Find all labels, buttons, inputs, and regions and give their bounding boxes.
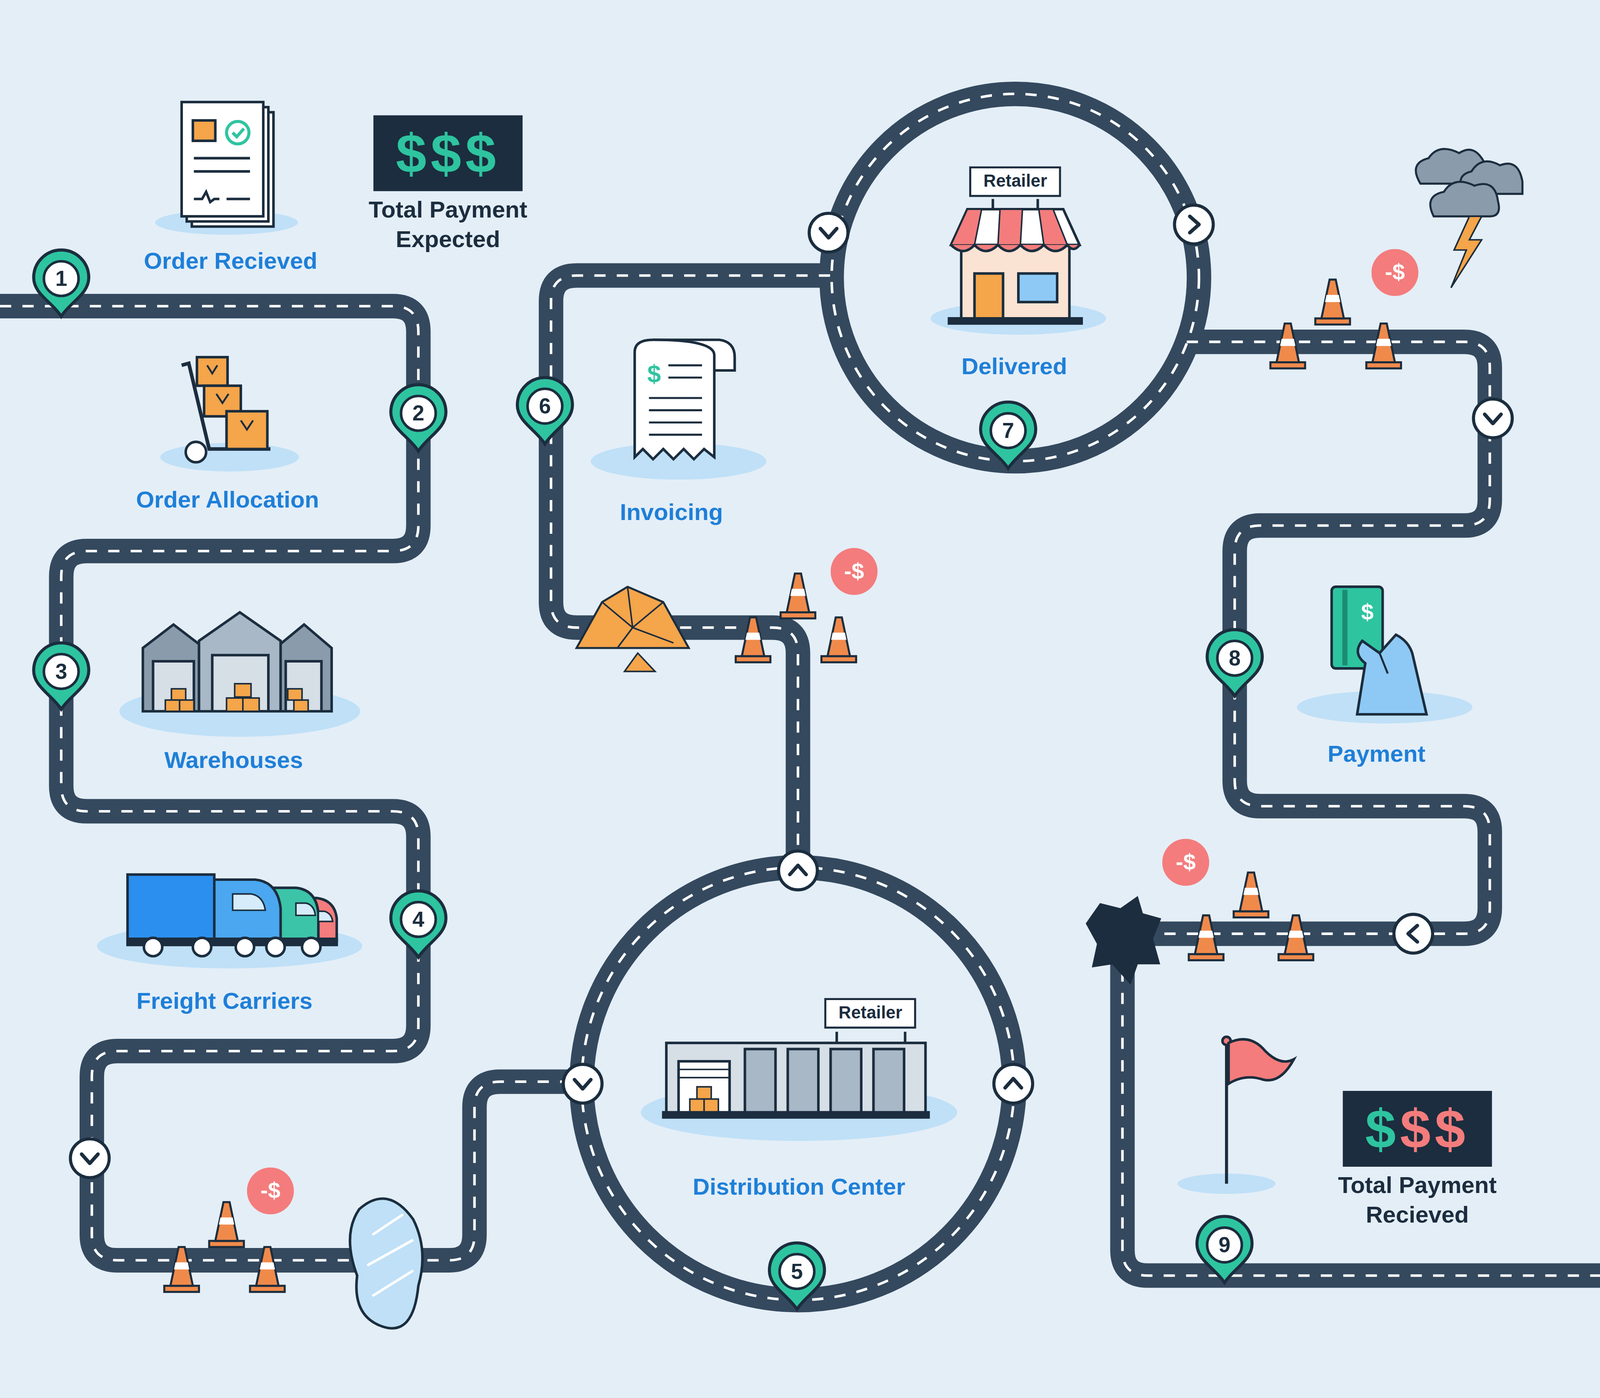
cost-badge: -$: [1162, 838, 1210, 886]
node-text: -$: [1385, 259, 1405, 286]
stage-label: Delivered: [961, 352, 1068, 380]
node-text: -$: [260, 1177, 281, 1205]
warehouses: [142, 612, 332, 712]
cost-badge: -$: [1371, 249, 1419, 297]
dolly-boxes: [181, 357, 271, 463]
svg-text:$: $: [647, 360, 661, 388]
svg-text:$: $: [1361, 599, 1374, 625]
callout-number: 5: [790, 1259, 803, 1284]
order-document: [181, 102, 274, 227]
invoice-receipt: $: [634, 340, 735, 460]
direction-markers: [70, 205, 1513, 1178]
milestone-pins: [33, 250, 1263, 1310]
node-text: Retailer: [983, 171, 1048, 191]
callout-number: 1: [55, 266, 68, 291]
trucks: [127, 874, 337, 957]
stage-label: Distribution Center: [692, 1172, 906, 1201]
dollar-signs: $$$: [395, 121, 500, 185]
road: [0, 93, 1600, 1300]
icon-shadows: [97, 210, 1473, 1194]
finish-flag: [1222, 1036, 1294, 1184]
stage-label: Freight Carriers: [136, 987, 313, 1015]
callout-number: 2: [412, 400, 425, 426]
store: [949, 199, 1082, 324]
payment-heading: Total Payment Expected: [345, 195, 550, 255]
callout-number: 6: [538, 393, 551, 419]
retailer-sign: Retailer: [824, 997, 917, 1029]
node-text: -$: [1175, 849, 1196, 876]
stage-label: Warehouses: [164, 746, 303, 774]
retailer-sign: Retailer: [969, 166, 1062, 197]
stage-label: Order Allocation: [136, 486, 320, 514]
card-payment: $: [1331, 586, 1427, 715]
stage-label: Order Recieved: [143, 247, 318, 275]
payment-heading: Total Payment Recieved: [1315, 1170, 1520, 1230]
callout-number: 3: [55, 659, 68, 684]
distribution-building: [663, 1031, 929, 1118]
node-text: -$: [844, 558, 865, 585]
stage-label: Payment: [1327, 740, 1426, 768]
callout-number: 9: [1218, 1232, 1231, 1258]
cost-badge: -$: [830, 547, 878, 595]
callout-number: 7: [1002, 418, 1015, 443]
hazards: [350, 149, 1523, 1329]
stage-label: Invoicing: [620, 498, 723, 526]
payment-box: $$$Total Payment Recieved: [1342, 1090, 1493, 1167]
payment-box: $$$Total Payment Expected: [373, 115, 523, 191]
cost-badge: -$: [247, 1167, 295, 1215]
dollar-signs: $$$: [1365, 1097, 1470, 1161]
callout-number: 8: [1228, 645, 1241, 671]
node-text: Retailer: [838, 1002, 903, 1023]
callout-number: 4: [412, 907, 425, 932]
cones: [164, 279, 1401, 1292]
